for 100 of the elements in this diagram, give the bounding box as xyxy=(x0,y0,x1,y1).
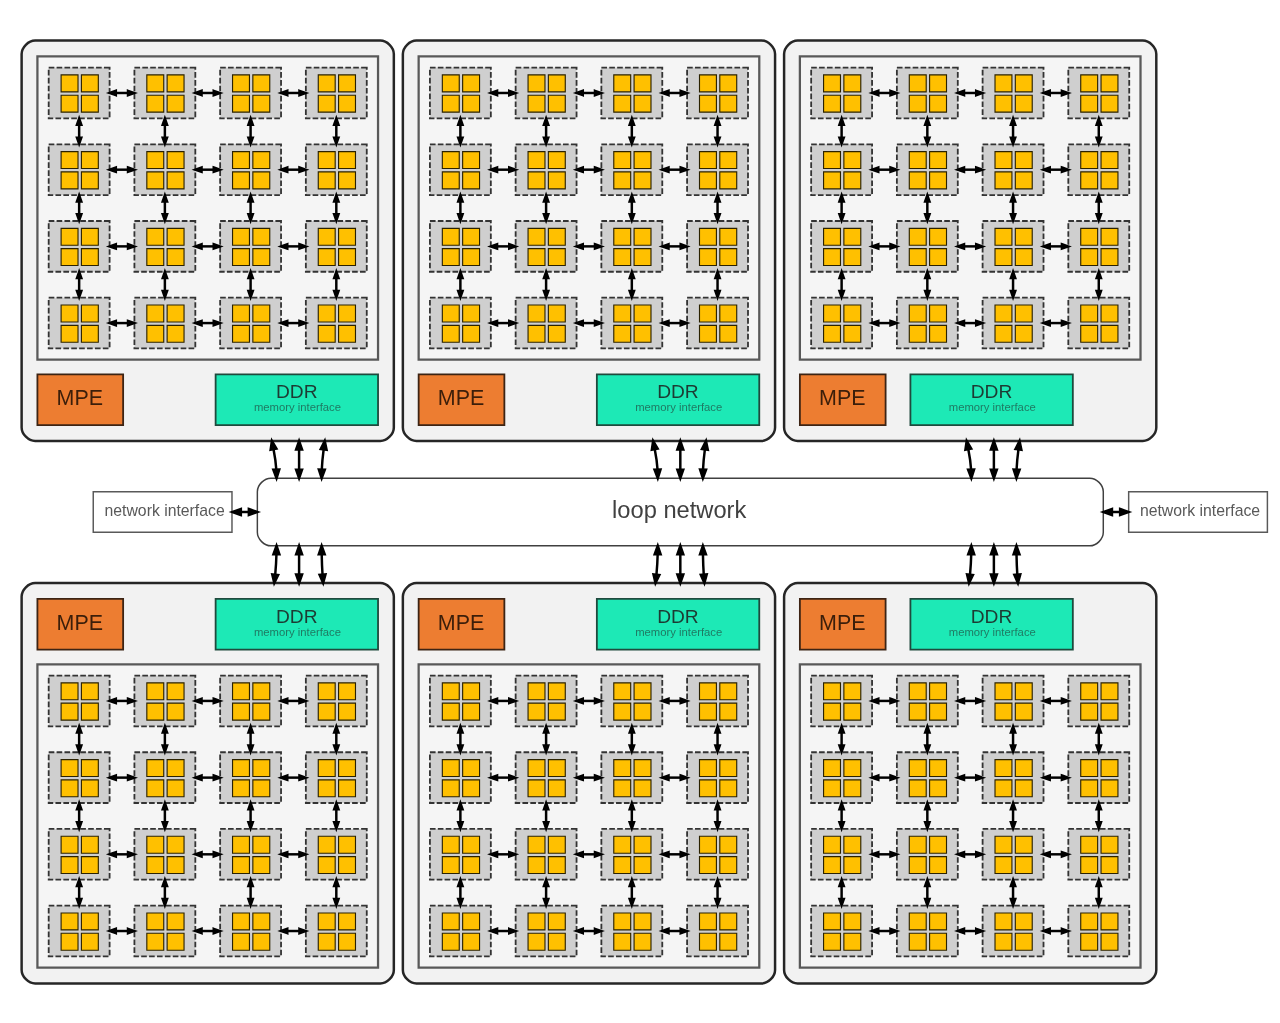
node-box xyxy=(429,674,492,727)
arrow xyxy=(837,190,846,224)
arrow xyxy=(1039,241,1072,250)
arrow xyxy=(332,875,341,909)
arrow xyxy=(246,190,255,224)
node-box xyxy=(981,904,1045,957)
arrow xyxy=(923,114,932,148)
node-box xyxy=(219,750,282,804)
arrow xyxy=(1039,165,1072,174)
arrow xyxy=(456,114,465,148)
arrow xyxy=(487,773,520,782)
node-box xyxy=(981,142,1045,196)
node-box xyxy=(429,827,492,881)
node-box: DDR memory interface xyxy=(214,373,379,426)
node-box xyxy=(896,219,959,273)
node-box xyxy=(133,219,197,273)
node-box xyxy=(47,66,111,119)
node-box xyxy=(896,296,959,349)
node-box xyxy=(1067,219,1131,273)
node-box: DDR memory interface xyxy=(595,597,761,650)
node-box xyxy=(686,142,749,196)
cluster xyxy=(417,54,761,361)
arrow xyxy=(954,165,987,174)
node-box xyxy=(810,904,873,957)
arrow xyxy=(277,165,310,174)
node-box: loop network xyxy=(256,476,1105,547)
arrow xyxy=(294,541,304,587)
arrow xyxy=(572,241,605,250)
arrow xyxy=(923,875,932,909)
node-box xyxy=(429,142,492,196)
arrow xyxy=(868,165,901,174)
node-box xyxy=(686,66,749,119)
arrow xyxy=(270,541,282,587)
node-box xyxy=(686,750,749,804)
node-box xyxy=(514,219,578,273)
arrow xyxy=(698,436,710,482)
arrow xyxy=(572,165,605,174)
node-box xyxy=(514,674,578,727)
node-box xyxy=(219,296,282,349)
node-box: network interface xyxy=(92,490,233,533)
cluster xyxy=(20,581,396,985)
arrow xyxy=(868,773,901,782)
arrow xyxy=(332,190,341,224)
node-box xyxy=(810,142,873,196)
arrow xyxy=(456,267,465,301)
node-box xyxy=(47,827,111,881)
node-box: MPE xyxy=(36,373,125,426)
node-box xyxy=(981,674,1045,727)
arrow xyxy=(954,773,987,782)
arrow xyxy=(675,541,686,587)
node-box xyxy=(514,827,578,881)
arrow xyxy=(317,436,329,482)
node-box xyxy=(304,219,368,273)
cluster xyxy=(782,581,1158,985)
node-box: DDR memory interface xyxy=(909,597,1074,650)
arrow xyxy=(191,773,224,782)
arrow xyxy=(650,436,663,482)
node-box xyxy=(219,827,282,881)
arrow xyxy=(269,436,281,482)
node-box xyxy=(1067,904,1131,957)
node-box xyxy=(304,66,368,119)
node-box xyxy=(219,219,282,273)
node-box xyxy=(896,66,959,119)
arrow xyxy=(651,541,663,587)
node-box xyxy=(133,296,197,349)
arrow xyxy=(332,798,341,832)
node-box xyxy=(429,66,492,119)
node-box xyxy=(896,750,959,804)
node-box xyxy=(981,219,1045,273)
node-box xyxy=(514,296,578,349)
arrow xyxy=(456,798,465,832)
arrow xyxy=(658,241,691,250)
arrow xyxy=(658,165,691,174)
arrow xyxy=(246,798,255,832)
arrow xyxy=(191,241,224,250)
node-box xyxy=(47,142,111,196)
node-box xyxy=(304,142,368,196)
arrow xyxy=(246,267,255,301)
node-box xyxy=(896,142,959,196)
node-box xyxy=(686,219,749,273)
node-box xyxy=(133,674,197,727)
arrow xyxy=(713,722,722,756)
node-box xyxy=(429,904,492,957)
cluster xyxy=(20,38,396,442)
node-box xyxy=(810,296,873,349)
arrow xyxy=(713,190,722,224)
arrow xyxy=(277,241,310,250)
node-box xyxy=(600,142,664,196)
node-box xyxy=(981,750,1045,804)
node-box: MPE xyxy=(417,373,506,426)
node-box xyxy=(47,219,111,273)
arrow xyxy=(923,798,932,832)
node-box xyxy=(133,142,197,196)
arrow xyxy=(332,267,341,301)
node-box xyxy=(810,750,873,804)
arrow xyxy=(332,722,341,756)
node-box xyxy=(981,66,1045,119)
node-box xyxy=(514,142,578,196)
arrow xyxy=(1011,436,1023,482)
node-box xyxy=(429,219,492,273)
